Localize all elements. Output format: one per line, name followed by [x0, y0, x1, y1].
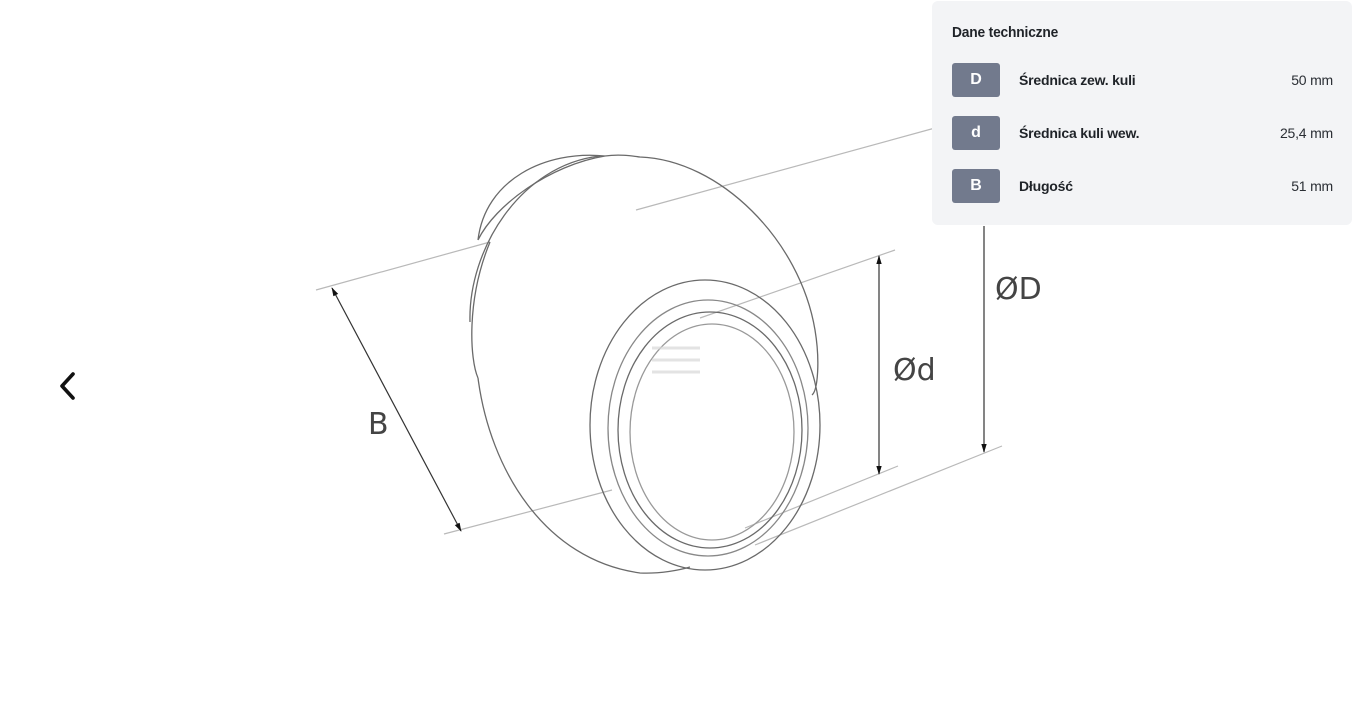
spec-value: 50 mm: [1291, 72, 1333, 88]
spec-name: Średnica zew. kuli: [1019, 72, 1136, 88]
spec-name: Długość: [1019, 178, 1073, 194]
extension-lines: [315, 127, 1003, 546]
dimension-lines: [331, 226, 987, 532]
spec-name: Średnica kuli wew.: [1019, 125, 1140, 141]
spec-value: 51 mm: [1291, 178, 1333, 194]
spec-symbol-badge: B: [952, 169, 1000, 203]
spec-value: 25,4 mm: [1279, 125, 1333, 141]
previous-image-button[interactable]: [48, 362, 88, 410]
technical-data-panel: Dane techniczne D Średnica zew. kuli 50 …: [932, 1, 1352, 225]
ball-outline: [469, 154, 819, 574]
spec-symbol-badge: d: [952, 116, 1000, 150]
spec-symbol-badge: D: [952, 63, 1000, 97]
spec-row-length: B Długość 51 mm: [952, 169, 1333, 203]
watermark-logo: [652, 346, 700, 374]
inner-diameter-label: Ød: [893, 353, 936, 388]
spec-row-inner-diameter: d Średnica kuli wew. 25,4 mm: [952, 116, 1333, 150]
spec-row-outer-diameter: D Średnica zew. kuli 50 mm: [952, 63, 1333, 97]
chevron-left-icon: [60, 372, 75, 400]
outer-diameter-label: ØD: [995, 272, 1042, 307]
inner-rings: [589, 279, 821, 571]
length-label: B: [368, 407, 389, 442]
panel-title: Dane techniczne: [952, 24, 1059, 41]
